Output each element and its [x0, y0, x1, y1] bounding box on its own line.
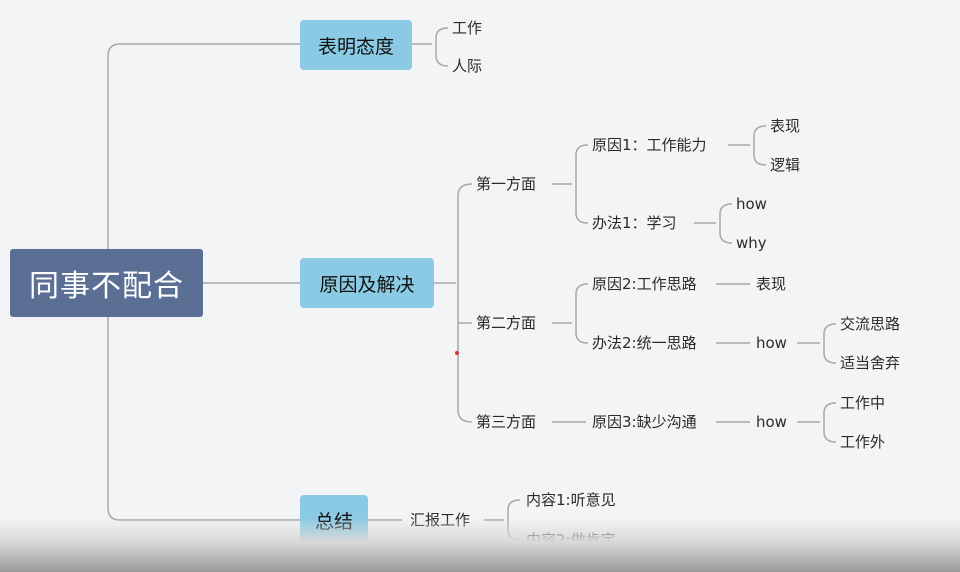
reason-1[interactable]: 原因1：工作能力 — [592, 136, 707, 154]
topic-summary[interactable]: 总结 — [300, 495, 368, 545]
method-1[interactable]: 办法1：学习 — [592, 214, 677, 232]
reason-3[interactable]: 原因3:缺少沟通 — [592, 413, 697, 431]
reason-2[interactable]: 原因2:工作思路 — [592, 275, 697, 293]
method-1-why[interactable]: why — [736, 234, 767, 252]
subtopic-work[interactable]: 工作 — [452, 19, 483, 37]
method-2-how[interactable]: how — [756, 334, 787, 352]
reason-1-logic[interactable]: 逻辑 — [770, 156, 801, 174]
method-2-let-go[interactable]: 适当舍弃 — [840, 354, 901, 372]
method-1-how[interactable]: how — [736, 195, 767, 213]
topic-attitude[interactable]: 表明态度 — [300, 20, 412, 70]
reason-3-outside-work[interactable]: 工作外 — [840, 433, 886, 451]
root-topic[interactable]: 同事不配合 — [10, 249, 203, 317]
method-2[interactable]: 办法2:统一思路 — [592, 334, 697, 352]
topic-cause-solution[interactable]: 原因及解决 — [300, 258, 434, 308]
subtopic-aspect-1[interactable]: 第一方面 — [476, 175, 537, 193]
reason-3-how[interactable]: how — [756, 413, 787, 431]
content-2[interactable]: 内容2:做肯定 — [526, 531, 616, 549]
subtopic-aspect-3[interactable]: 第三方面 — [476, 413, 537, 431]
reason-2-performance[interactable]: 表现 — [756, 275, 787, 293]
report-work[interactable]: 汇报工作 — [410, 511, 471, 529]
subtopic-aspect-2[interactable]: 第二方面 — [476, 314, 537, 332]
method-2-share-ideas[interactable]: 交流思路 — [840, 315, 901, 333]
subtopic-interpersonal[interactable]: 人际 — [452, 57, 483, 75]
reason-3-at-work[interactable]: 工作中 — [840, 394, 886, 412]
reason-1-performance[interactable]: 表现 — [770, 117, 801, 135]
marker-dot — [455, 351, 459, 355]
content-1[interactable]: 内容1:听意见 — [526, 491, 616, 509]
